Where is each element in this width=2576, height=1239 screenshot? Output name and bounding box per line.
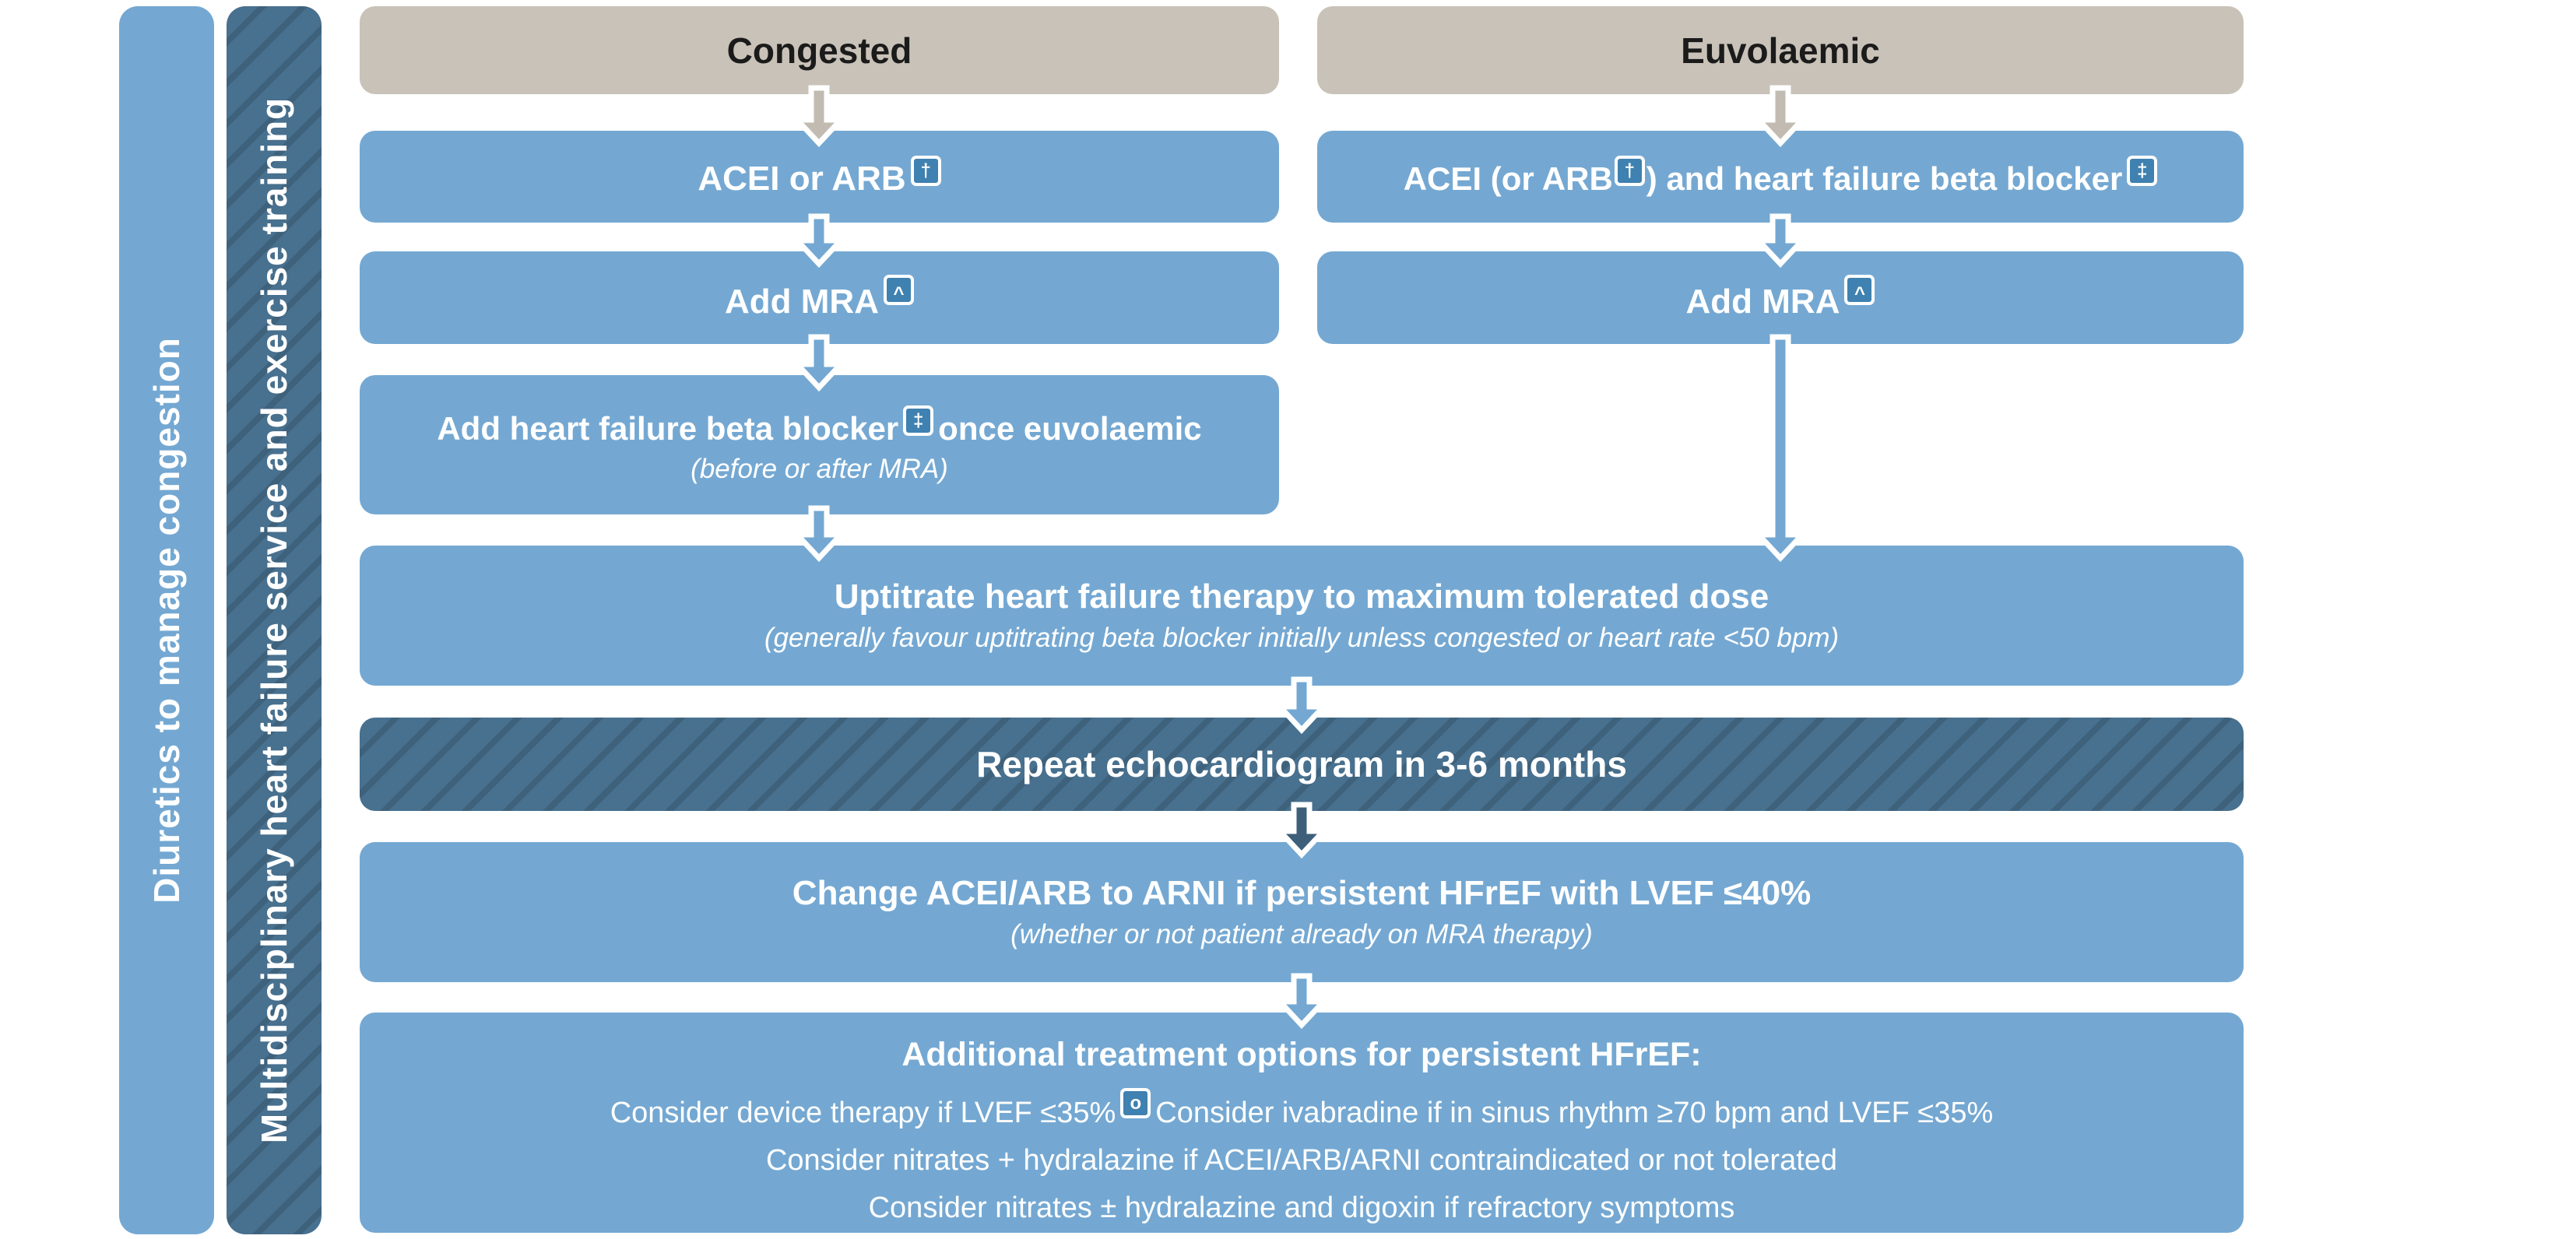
box-uptitrate: Uptitrate heart failure therapy to maxim…: [360, 546, 2244, 686]
flow-arrow-euvolaemic-to-acei: [1752, 85, 1809, 148]
footnote-badge-double-dagger: ‡: [2127, 156, 2158, 186]
box-add-beta-blocker: Add heart failure beta blocker‡once euvo…: [360, 375, 1279, 514]
box-add-beta-blocker-subtitle: (before or after MRA): [691, 453, 948, 484]
box-change-to-arni: Change ACEI/ARB to ARNI if persistent HF…: [360, 842, 2244, 982]
box-change-to-arni-title: Change ACEI/ARB to ARNI if persistent HF…: [792, 874, 1812, 912]
box-acei-or-arb-text: ACEI or ARB†: [698, 155, 941, 198]
flow-arrow-acei-to-mra-right: [1752, 213, 1809, 269]
box-add-mra-left: Add MRA^: [360, 251, 1279, 344]
flow-arrow-congested-to-acei: [790, 85, 848, 148]
header-congested: Congested: [360, 6, 1279, 94]
sidebar-mdt-service: Multidisciplinary heart failure service …: [227, 6, 322, 1234]
flow-arrow-mra-right-to-uptitrate: [1752, 334, 1809, 563]
footnote-badge-dagger: †: [910, 155, 941, 186]
sidebar-mdt-service-label: Multidisciplinary heart failure service …: [254, 97, 294, 1144]
flow-arrow-echo-to-arni: [1273, 802, 1330, 859]
box-additional-options-line2: Consider nitrates + hydralazine if ACEI/…: [765, 1144, 1838, 1177]
box-additional-options-line3: Consider nitrates ± hydralazine and digo…: [868, 1192, 1735, 1224]
box-repeat-echocardiogram-title: Repeat echocardiogram in 3-6 months: [976, 744, 1627, 784]
flow-arrow-arni-to-additional: [1273, 973, 1330, 1030]
footnote-badge-circle: o: [1120, 1088, 1151, 1118]
box-uptitrate-subtitle: (generally favour uptitrating beta block…: [764, 623, 1840, 653]
box-additional-options: Additional treatment options for persist…: [360, 1013, 2244, 1233]
sidebar-diuretics-label: Diuretics to manage congestion: [146, 337, 188, 904]
flow-arrow-beta-blocker-to-uptitrate: [790, 505, 848, 563]
box-uptitrate-title: Uptitrate heart failure therapy to maxim…: [834, 577, 1769, 616]
box-add-mra-right-text: Add MRA^: [1686, 274, 1875, 321]
flow-arrow-acei-to-mra-left: [790, 213, 848, 269]
box-add-beta-blocker-text: Add heart failure beta blocker‡once euvo…: [437, 405, 1202, 448]
sidebar-diuretics: Diuretics to manage congestion: [119, 6, 214, 1234]
box-acei-arb-beta-blocker-text: ACEI (or ARB†) and heart failure beta bl…: [1404, 156, 2158, 198]
box-change-to-arni-subtitle: (whether or not patient already on MRA t…: [1010, 919, 1593, 949]
flow-arrow-uptitrate-to-echo: [1273, 676, 1330, 735]
footnote-badge-double-dagger: ‡: [903, 405, 934, 436]
footnote-badge-caret: ^: [883, 274, 914, 305]
footnote-badge-dagger: †: [1614, 156, 1645, 186]
footnote-badge-caret: ^: [1844, 274, 1875, 305]
flow-arrow-mra-to-beta-blocker: [790, 334, 848, 392]
header-euvolaemic-label: Euvolaemic: [1681, 30, 1880, 71]
header-euvolaemic: Euvolaemic: [1317, 6, 2244, 94]
header-congested-label: Congested: [726, 30, 912, 71]
box-add-mra-left-text: Add MRA^: [725, 274, 914, 321]
box-additional-options-title: Additional treatment options for persist…: [901, 1036, 1702, 1073]
